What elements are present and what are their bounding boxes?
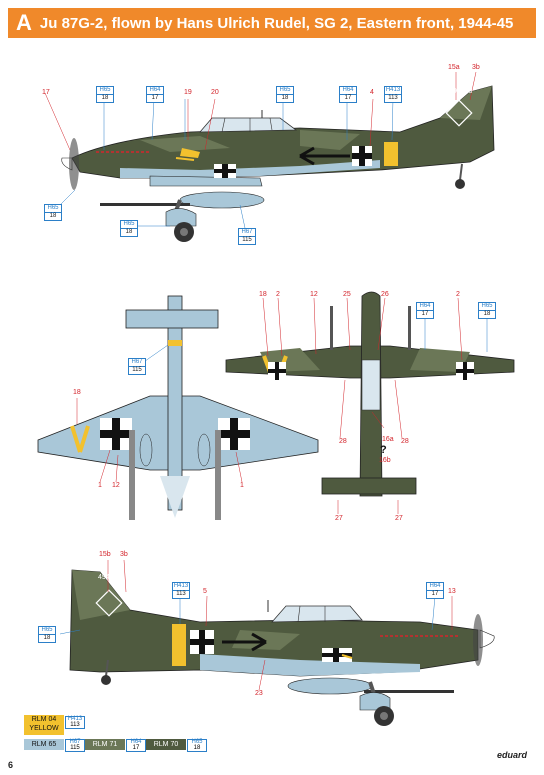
legend-chip-rlm71: RLM 71 xyxy=(85,739,125,750)
callout: 2 xyxy=(276,291,280,298)
legend-chip-rlm70: RLM 70 xyxy=(146,739,186,750)
callout: 18 xyxy=(73,389,81,396)
callout: 3b xyxy=(472,64,480,71)
callout: 26 xyxy=(381,291,389,298)
scheme-letter: A xyxy=(16,10,32,35)
side-view-top xyxy=(44,71,495,242)
scheme-header: A Ju 87G-2, flown by Hans Ulrich Rudel, … xyxy=(8,8,536,38)
callout: 19 xyxy=(184,89,192,96)
unknown-marking: ? xyxy=(380,444,387,456)
callout: 1 xyxy=(240,482,244,489)
callout: 15a xyxy=(448,64,460,71)
callout: 20 xyxy=(211,89,219,96)
callout: 28 xyxy=(339,438,347,445)
callout: 13 xyxy=(448,588,456,595)
serial-number: 494193 xyxy=(98,574,122,581)
callout: 1 xyxy=(98,482,102,489)
callout: 16a xyxy=(382,436,394,443)
callout: 5 xyxy=(203,588,207,595)
callout: 3b xyxy=(120,551,128,558)
callout: 2 xyxy=(456,291,460,298)
callout: 23 xyxy=(255,690,263,697)
callout: 4 xyxy=(370,89,374,96)
underside-view xyxy=(37,295,319,520)
callout: 27 xyxy=(335,515,343,522)
callout: 25 xyxy=(343,291,351,298)
page-number: 6 xyxy=(8,760,14,770)
callout: 16b xyxy=(379,457,391,464)
legend-chip-rlm65: RLM 65 xyxy=(24,739,64,750)
scheme-title: Ju 87G-2, flown by Hans Ulrich Rudel, SG… xyxy=(39,14,514,32)
callout: 27 xyxy=(395,515,403,522)
callout: 12 xyxy=(112,482,120,489)
callout: 15b xyxy=(99,551,111,558)
serial-number: 494193 xyxy=(449,88,473,95)
callout: 17 xyxy=(42,89,50,96)
callout: 12 xyxy=(310,291,318,298)
side-view-bottom xyxy=(59,559,495,726)
brand-logo: eduard xyxy=(497,750,528,760)
upper-view xyxy=(225,291,515,514)
callout: 28 xyxy=(401,438,409,445)
callout: 18 xyxy=(259,291,267,298)
